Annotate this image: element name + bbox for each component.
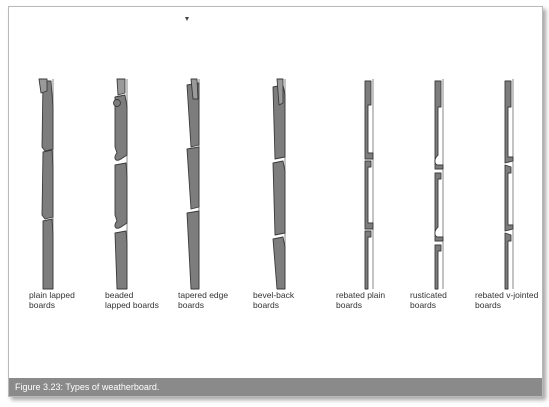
figure-caption: Figure 3.23: Types of weatherboard. — [15, 382, 160, 392]
rebated-plain-section — [364, 79, 374, 290]
label-tapered-edge-boards: tapered edge boards — [178, 290, 229, 310]
rusticated-section — [434, 79, 444, 290]
top-mark — [185, 17, 189, 21]
figure-card: plain lapped boards beaded lapped boards… — [8, 6, 543, 397]
label-rebated-v-jointed-boards: rebated v-jointed boards — [475, 290, 539, 310]
caption-bar: Figure 3.23: Types of weatherboard. — [9, 378, 542, 396]
beaded-lapped-section — [113, 78, 128, 290]
tapered-edge-section — [186, 78, 200, 290]
weatherboard-diagram — [38, 17, 514, 290]
label-rusticated-boards: rusticated boards — [410, 290, 447, 310]
label-plain-lapped-boards: plain lapped boards — [29, 290, 75, 310]
rebated-v-jointed-section — [504, 79, 514, 290]
label-beaded-lapped-boards: beaded lapped boards — [105, 290, 159, 310]
plain-lapped-section — [38, 78, 54, 290]
label-rebated-plain-boards: rebated plain boards — [336, 290, 386, 310]
bevel-back-section — [272, 78, 286, 290]
label-bevel-back-boards: bevel-back boards — [253, 290, 295, 310]
